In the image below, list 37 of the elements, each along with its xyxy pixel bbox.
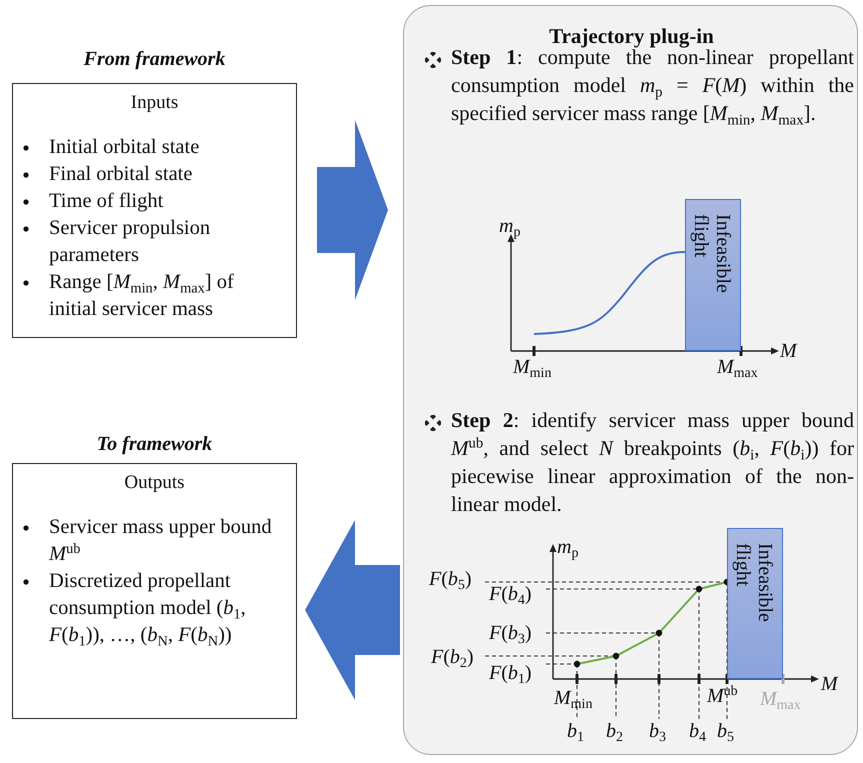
tick-label: b$_{1}$ [567, 721, 584, 741]
block-arrow [305, 520, 400, 700]
list-item: Initial orbital state [49, 135, 200, 160]
box-title: Outputs [123, 471, 186, 495]
tick-label: b$_{3}$ [649, 721, 666, 741]
tick-label: M$_{max}$ [760, 689, 801, 709]
tick-label: F(b$_{3}$) [489, 623, 532, 643]
tick-label: F(b$_{5}$) [429, 569, 472, 589]
axis-label: M [821, 674, 838, 694]
block-arrow [317, 120, 388, 300]
plugin-panel [403, 5, 858, 755]
region-label: Infeasible flight [690, 214, 734, 295]
tick-label: F(b$_{2}$) [431, 647, 474, 667]
tick-label: M$_{min}$ [554, 688, 592, 708]
infeasible-region [685, 199, 741, 351]
step-text: Step 2: identify servicer mass upper bound M$^{ub}$, and select N breakpoints (b$_{i}$, F(b$_{i}$)) for piecewise linear approximation of the non-linear model. [451, 407, 854, 518]
infeasible-region [727, 528, 783, 679]
axis-label: M [780, 341, 797, 361]
tick-label: M$^{ub}$ [707, 686, 738, 706]
group-heading: From framework [82, 48, 226, 71]
list-item: Range [M$_{min}$, M$_{max}$] of initial servicer mass [49, 270, 235, 322]
tick-label: b$_{4}$ [689, 721, 706, 741]
tick-label: M$_{max}$ [717, 357, 758, 377]
tick-label: b$_{5}$ [717, 721, 734, 741]
group-heading: To framework [96, 433, 214, 456]
list-item: Discretized propellant consumption model (b$_{1}$, F(b$_{1}$)), …, (b$_{N}$, F(b$_{N}$)) [49, 569, 247, 649]
box-title: Inputs [130, 91, 180, 115]
list-item: Servicer propulsion parameters [49, 216, 212, 268]
region-label: Infeasible flight [732, 543, 776, 624]
list-item: Time of flight [49, 189, 164, 214]
tick-label: M$_{min}$ [513, 357, 552, 377]
list-item: Servicer mass upper bound M$^{ub}$ [49, 515, 273, 567]
panel-title: Trajectory plug-in [548, 24, 715, 49]
list-item: Final orbital state [49, 162, 194, 187]
tick-label: F(b$_{4}$) [489, 584, 532, 604]
tick-label: b$_{2}$ [606, 721, 623, 741]
tick-label: F(b$_{1}$) [489, 663, 532, 683]
